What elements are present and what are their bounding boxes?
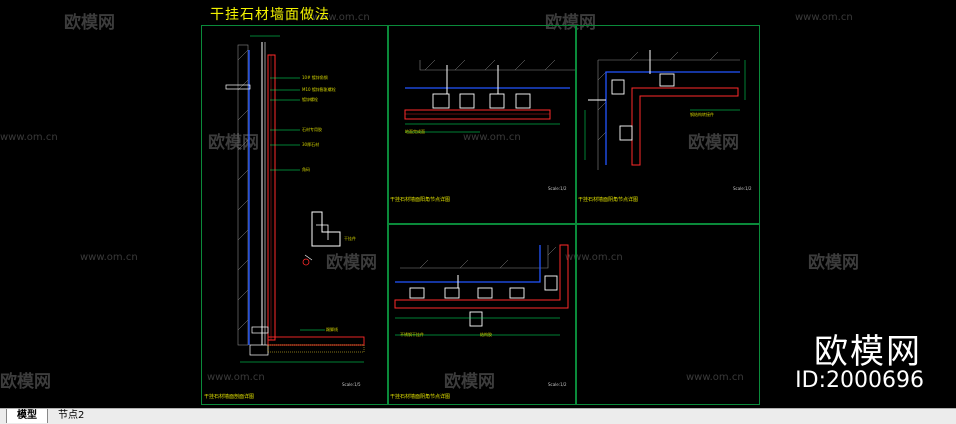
watermark-logo: 欧模网 (326, 253, 377, 273)
annotation: 10# 镀锌角钢 (302, 75, 328, 80)
tab-model[interactable]: 模型 (6, 409, 48, 423)
watermark-logo: 欧模网 (444, 372, 495, 392)
detail-caption: 干挂石材墙面剖面详图 (204, 394, 255, 400)
outside-corner-drawing (584, 50, 746, 170)
cad-linework (225, 35, 746, 363)
watermark-logo: 欧模网 (208, 133, 259, 153)
annotation: 石材专用胶 (302, 127, 322, 132)
watermark-site: www.om.cn (312, 12, 370, 23)
annotation: 不锈钢干挂件 (400, 332, 424, 337)
watermark-site: www.om.cn (795, 12, 853, 23)
detail-frame-top-right (575, 25, 760, 225)
drawing-title: 干挂石材墙面做法 (210, 7, 330, 23)
scale-label: Scale:1/2 (548, 186, 567, 191)
detail-frame-top-middle (387, 25, 577, 225)
horizontal-section-drawing (404, 59, 575, 133)
watermark-site: www.om.cn (207, 372, 265, 383)
annotation: 镀锌螺栓 (302, 97, 318, 102)
watermark-site: www.om.cn (686, 372, 744, 383)
watermark-logo: 欧模网 (808, 253, 859, 273)
annotation: 结构胶 (480, 332, 492, 337)
scale-label: Scale:1/2 (733, 186, 752, 191)
detail-frame-bottom-right (575, 223, 760, 405)
annotation: 地面完成面 (405, 129, 425, 134)
detail-caption: 干挂石材墙面阳角节点详图 (390, 197, 451, 203)
annotation: 踢脚线 (326, 327, 338, 332)
watermark-logo: 欧模网 (545, 13, 596, 33)
scale-label: Scale:1/5 (342, 382, 361, 387)
detail-caption: 干挂石材墙面阴角节点详图 (578, 197, 639, 203)
detail-frame-bottom-middle (387, 223, 577, 405)
annotation: 角码 (302, 167, 310, 172)
annotation: 干挂件 (344, 236, 356, 241)
watermark-logo: 欧模网 (688, 133, 739, 153)
watermark-site: www.om.cn (463, 132, 521, 143)
detail-caption: 干挂石材墙面阴角节点详图 (390, 394, 451, 400)
watermark-site: www.om.cn (0, 132, 58, 143)
watermark-site: www.om.cn (80, 252, 138, 263)
detail-frame-section (201, 25, 389, 405)
brand-name: 欧模网 (814, 332, 922, 372)
watermark-site: www.om.cn (565, 252, 623, 263)
watermark-logo: 欧模网 (64, 13, 115, 33)
inside-corner-drawing (394, 244, 569, 336)
cad-model-space[interactable]: 欧模网 www.om.cn 欧模网 www.om.cn www.om.cn 欧模… (0, 0, 956, 408)
watermark-logo: 欧模网 (0, 372, 51, 392)
scale-label: Scale:1/2 (548, 382, 567, 387)
annotation: M10 镀锌膨胀螺栓 (302, 87, 336, 92)
model-id: ID:2000696 (795, 368, 924, 393)
wall-section-drawing (225, 35, 365, 363)
tab-node2[interactable]: 节点2 (58, 410, 85, 421)
annotation: 钢结构转接件 (690, 112, 714, 117)
annotation: 30厚石材 (302, 142, 320, 147)
layout-tab-bar: 模型 节点2 (0, 408, 956, 424)
